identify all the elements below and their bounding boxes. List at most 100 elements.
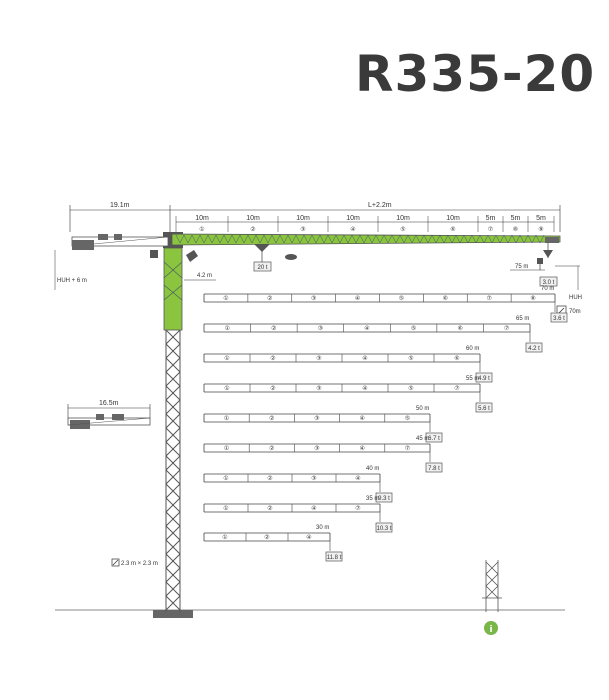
config-section-number: ③ (316, 385, 321, 392)
config-section-number: ④ (362, 385, 367, 392)
config-section-number: ⑤ (405, 415, 410, 422)
jib-segment-number: ② (250, 226, 255, 233)
config-section-number: ① (224, 355, 229, 362)
config-section-number: ① (224, 385, 229, 392)
svg-text:i: i (489, 625, 492, 635)
config-section-number: ⑦ (454, 385, 459, 392)
config-load-tag: 3.6 t (553, 316, 565, 322)
jib-length-dimension (170, 205, 561, 232)
config-section-number: ③ (318, 325, 323, 332)
config-load-tag: 7.8 t (428, 466, 440, 472)
config-radius: 30 m (316, 525, 329, 531)
right-reach-dimension (510, 265, 580, 290)
mast-tower-icon (482, 560, 502, 612)
config-section-number: ⑥ (454, 355, 459, 362)
jib-segment-number: ⑦ (488, 226, 493, 233)
jib-segment-length: 10m (396, 215, 410, 222)
config-section-number: ⑥ (457, 325, 462, 332)
config-section-number: ④ (360, 445, 365, 452)
config-section-number: ④ (360, 415, 365, 422)
config-section-number: ⑤ (408, 385, 413, 392)
jib-segment-length: 10m (246, 215, 260, 222)
jib-segment-number: ⑧ (513, 226, 518, 233)
config-section-number: ② (270, 385, 275, 392)
huh-label: HUH (569, 295, 582, 301)
config-section-number: ① (224, 415, 229, 422)
config-radius: 50 m (416, 406, 429, 412)
config-radius: 45 m (416, 436, 429, 442)
jib-segment-length: 5m (511, 215, 521, 222)
config-section-number: ⑦ (405, 445, 410, 452)
jib-segment-number: ④ (350, 226, 355, 233)
config-section-number: ⑤ (411, 325, 416, 332)
config-section-number: ③ (316, 355, 321, 362)
config-section-number: ① (223, 475, 228, 482)
jib-segment-length: 10m (296, 215, 310, 222)
slewing-section (163, 232, 183, 331)
config-section-number: ① (223, 295, 228, 302)
config-section-number: ② (271, 325, 276, 332)
config-section-number: ① (224, 445, 229, 452)
huh-plus-label: HUH + 6 m (57, 278, 87, 284)
config-load-tag: 11.8 t (327, 555, 342, 561)
config-section-number: ④ (362, 355, 367, 362)
config-section-number: ② (269, 445, 274, 452)
trolley-reach-label: 75 m (515, 264, 528, 270)
config-section-number: ④ (355, 295, 360, 302)
rope-reach-label: 70m (569, 309, 581, 315)
jib-segment-number: ⑨ (538, 226, 543, 233)
config-section-number: ⑦ (355, 505, 360, 512)
counter-jib (71, 234, 169, 250)
jib-segment-length: 10m (195, 215, 209, 222)
jib-segment-length: 5m (486, 215, 496, 222)
config-section-number: ④ (311, 505, 316, 512)
tip-load-tag: 3.0 t (543, 280, 555, 286)
config-section-number: ⑤ (399, 295, 404, 302)
short-counter-jib-label: 16.5m (99, 400, 119, 407)
page-title: R335-20 (355, 45, 596, 103)
info-icon[interactable]: i (484, 621, 498, 635)
config-section-number: ④ (355, 475, 360, 482)
config-section-number: ⑧ (530, 295, 535, 302)
jib-segment-number: ⑤ (400, 226, 405, 233)
config-load-tag: 5.6 t (478, 406, 490, 412)
config-section-number: ① (225, 325, 230, 332)
config-section-number: ③ (311, 475, 316, 482)
config-section-number: ① (223, 505, 228, 512)
jib-segment-length: 10m (446, 215, 460, 222)
config-section-number: ③ (314, 415, 319, 422)
config-section-number: ② (267, 295, 272, 302)
config-section-number: ② (267, 475, 272, 482)
config-section-number: ② (270, 355, 275, 362)
config-radius: 35 m (366, 496, 379, 502)
counter-jib-label: 19.1m (110, 202, 130, 209)
cab-offset-label: 4.2 m (197, 273, 212, 279)
short-counter-jib (67, 404, 151, 429)
config-radius: 60 m (466, 346, 479, 352)
config-section-number: ⑤ (408, 355, 413, 362)
main-jib (171, 233, 561, 246)
mast-section-label: 2.3 m × 2.3 m (121, 561, 158, 567)
config-radius: 55 m (466, 376, 479, 382)
jib-segment-number: ① (199, 226, 204, 233)
config-load-tag: 9.3 t (378, 496, 390, 502)
config-load-tag: 4.2 t (528, 346, 540, 352)
jib-length-label: L+2.2m (368, 202, 392, 209)
jib-segment-number: ③ (300, 226, 305, 233)
config-section-number: ④ (306, 534, 311, 541)
counter-jib-dimension (69, 205, 171, 232)
mast-section-icon (111, 558, 120, 567)
hook-max-load: 20 t (253, 244, 272, 272)
config-load-tag: 10.3 t (376, 526, 391, 532)
config-section-number: ③ (314, 445, 319, 452)
config-section-number: ③ (311, 295, 316, 302)
config-row: ① ② ③ ④ ⑦ 45 m 7.8 t (203, 436, 443, 473)
